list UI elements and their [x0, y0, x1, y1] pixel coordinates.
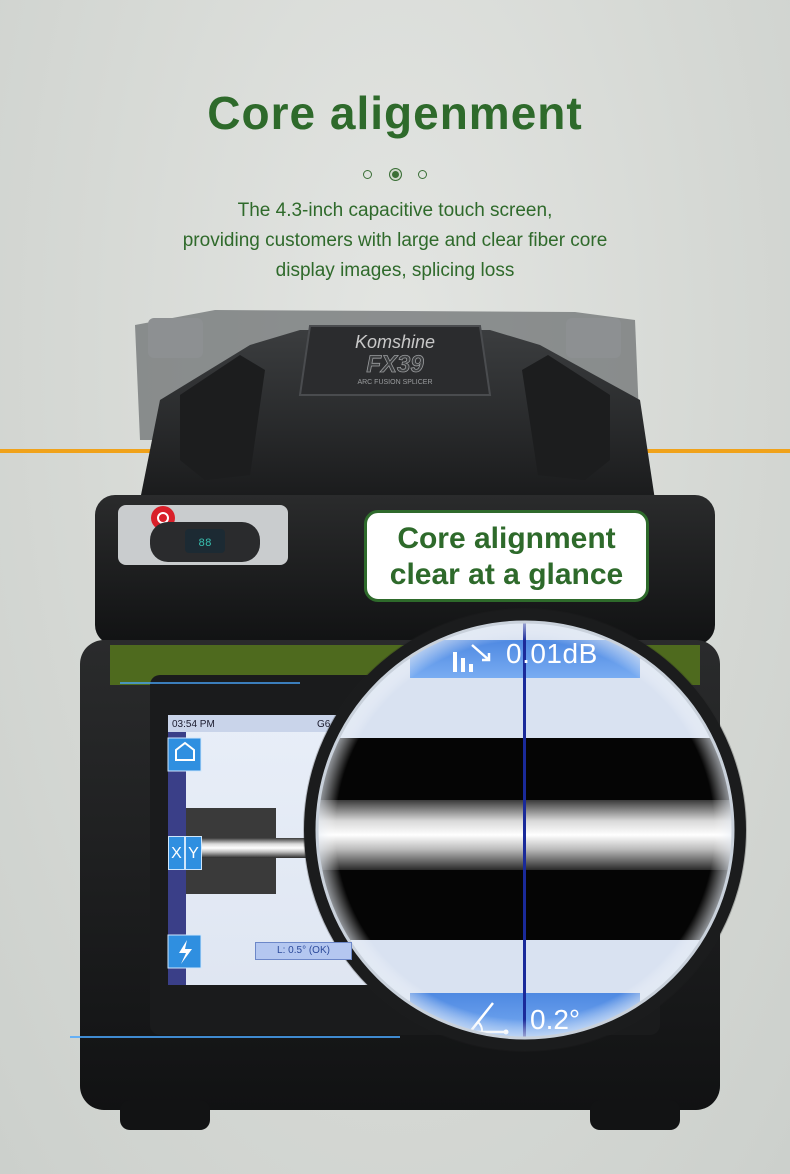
callout-line-1: Core alignment: [397, 522, 616, 555]
x-axis-label: X: [168, 836, 185, 870]
fiber-right: [630, 449, 790, 453]
pager-dots: [0, 166, 790, 184]
description-line-2: providing customers with large and clear…: [182, 230, 608, 251]
cleave-angle-value: 0.2°: [530, 1004, 581, 1035]
magnifier-lens: [310, 615, 740, 1045]
screen-clock: 03:54 PM: [172, 719, 215, 730]
y-axis-label: Y: [185, 836, 202, 870]
home-icon[interactable]: [167, 737, 202, 772]
arc-icon[interactable]: [167, 934, 202, 969]
pager-dot-2-active[interactable]: [388, 168, 402, 182]
fusion-splicer-illustration: Komshine FX39 ARC FUSION SPLICER 88: [0, 310, 790, 1130]
page-description: The 4.3-inch capacitive touch screen, pr…: [0, 196, 790, 286]
svg-text:88: 88: [198, 538, 211, 550]
splice-loss-value: 0.01dB: [506, 638, 598, 669]
pager-dot-1[interactable]: [363, 170, 373, 180]
screen-program-label: G6: [317, 719, 331, 730]
feature-callout: Core alignment clear at a glance: [364, 510, 649, 602]
brand-logo: Komshine: [355, 332, 435, 352]
page-title: Core aligenment: [207, 87, 583, 139]
description-line-3: display images, splicing loss: [275, 260, 515, 281]
pager-dot-3[interactable]: [417, 170, 427, 180]
fiber-left: [0, 449, 160, 453]
screen-status-readout: L: 0.5° (OK): [255, 942, 352, 960]
model-logo: FX39: [366, 351, 424, 378]
callout-line-2: clear at a glance: [389, 558, 624, 591]
description-line-1: The 4.3-inch capacitive touch screen,: [237, 200, 553, 221]
model-subtitle: ARC FUSION SPLICER: [357, 379, 432, 386]
